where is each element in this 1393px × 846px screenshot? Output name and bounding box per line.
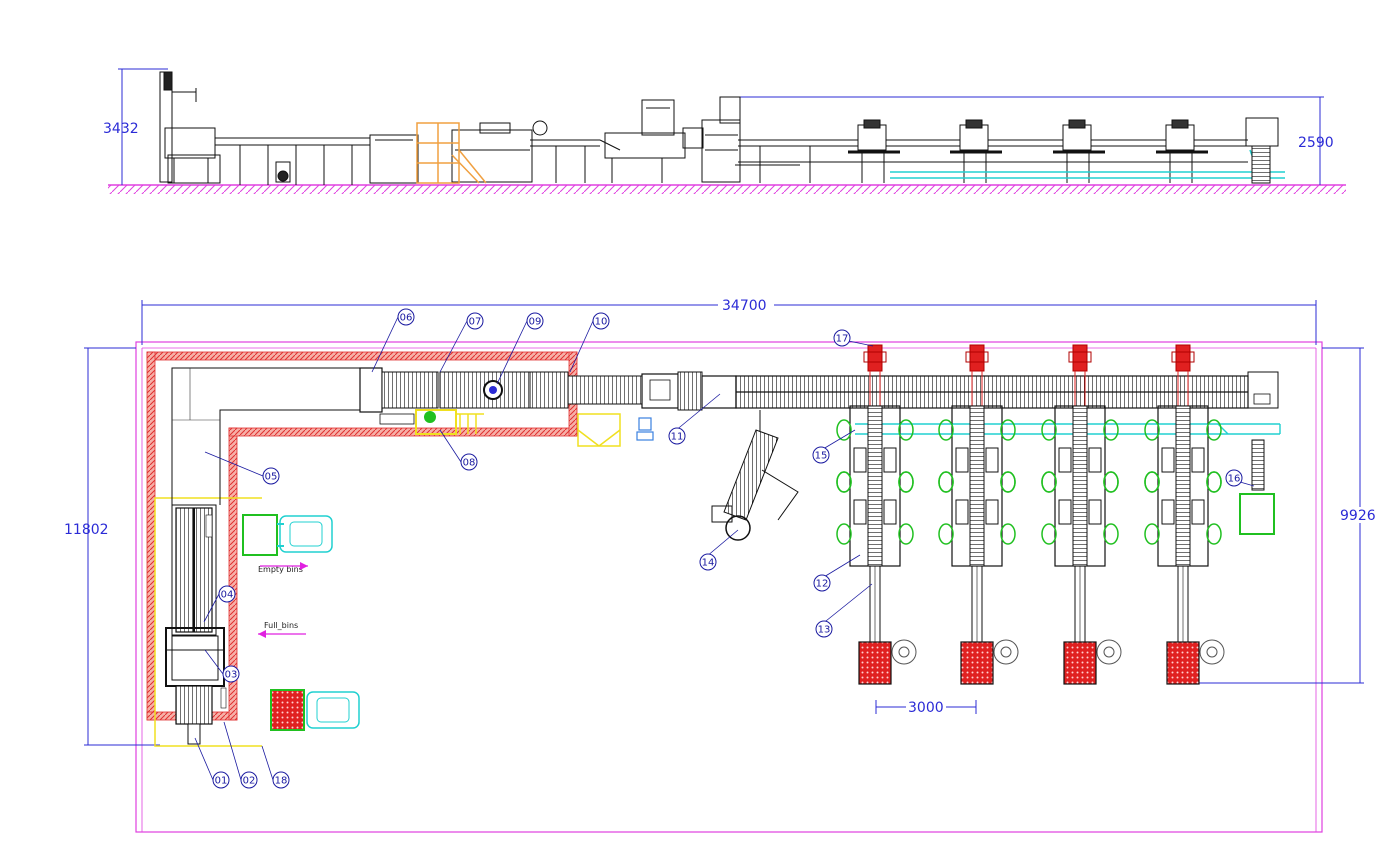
balloon-label: 04: [221, 590, 234, 601]
dimension-overall-length: 34700: [141, 298, 1317, 345]
washer-section: [359, 367, 643, 425]
dimension-line-width: 9926: [1196, 347, 1382, 684]
balloon-17: 17: [833, 329, 874, 347]
dimension-height-left: 3432: [103, 68, 168, 185]
elevation-sorting-line: [738, 139, 1248, 183]
plan-boundary: [135, 341, 1323, 833]
balloon-label: 12: [816, 579, 829, 590]
elevation-return-conveyor: [890, 149, 1285, 184]
sorting-line-main: [641, 371, 1279, 411]
balloon-07: 07: [439, 312, 484, 373]
infeed-conveyor-05: [171, 367, 360, 505]
dimension-station-pitch: 3000: [875, 700, 977, 716]
control-panel: [636, 417, 654, 441]
balloon-12: 12: [813, 554, 861, 592]
balloon-label: 07: [469, 317, 482, 328]
balloon-14: 14: [699, 529, 739, 571]
elevation-packing-stations: [848, 119, 1208, 183]
balloon-10: 10: [569, 312, 610, 373]
balloon-03: 03: [204, 649, 240, 683]
packing-station-1: [836, 344, 917, 685]
balloon-06: 06: [371, 308, 415, 373]
balloon-04: 04: [203, 585, 236, 623]
balloon-label: 09: [529, 317, 542, 328]
bin-tipper-03: [165, 627, 225, 745]
return-conveyor-15: [855, 423, 1281, 435]
balloon-label: 05: [265, 472, 278, 483]
dimension-line-width-label: 9926: [1340, 508, 1376, 524]
balloon-label: 10: [595, 317, 608, 328]
elevation-floor-hatch: [108, 185, 1346, 194]
elevation-platform-stairs: [416, 122, 487, 184]
balloon-label: 17: [836, 334, 849, 345]
balloon-label: 01: [215, 776, 228, 787]
balloon-08: 08: [439, 429, 478, 471]
elevation-elevator: [701, 96, 800, 183]
balloon-18: 18: [261, 745, 290, 789]
packing-stations: [836, 344, 1225, 685]
balloon-label: 15: [815, 451, 828, 462]
forklift-zone: [154, 497, 262, 747]
balloon-02: 02: [223, 721, 258, 789]
elevation-bin-tipper: [159, 71, 221, 184]
stairs-plan: [577, 413, 621, 447]
elevation-inspection-conveyor: [530, 139, 621, 183]
dimension-station-pitch-label: 3000: [908, 700, 944, 716]
dimension-height-right-label: 2590: [1298, 135, 1334, 151]
balloon-13: 13: [815, 583, 873, 638]
balloon-label: 11: [671, 432, 684, 443]
dimension-height-left-label: 3432: [103, 121, 139, 137]
item-balloons: 01 02 03 04 05 06 07 08 09 10 11 12 13 14 15 16 17 18: [194, 308, 1255, 789]
elevation-infeed-conveyor: [215, 137, 370, 185]
dimension-overall-length-label: 34700: [722, 298, 767, 314]
empty-bins-label: Empty bins: [258, 565, 303, 574]
balloon-label: 18: [275, 776, 288, 787]
empty-bin-forklift: [242, 514, 333, 556]
packing-station-4: [1144, 344, 1225, 685]
dimension-overall-width: 11802: [64, 347, 160, 746]
balloon-01: 01: [194, 737, 230, 789]
balloon-label: 16: [1228, 474, 1241, 485]
balloon-11: 11: [668, 393, 721, 445]
plan-view: 34700 11802 9926 3000: [64, 298, 1382, 833]
dimension-height-right: 2590: [735, 96, 1334, 185]
packing-station-2: [938, 344, 1019, 685]
balloon-label: 03: [225, 670, 238, 681]
crate-elevator-16: [1239, 439, 1275, 535]
elevation-washer: [369, 120, 548, 184]
full-bins-label: Full_bins: [264, 621, 298, 630]
balloon-15: 15: [812, 429, 856, 464]
balloon-09: 09: [496, 312, 544, 385]
elevation-dryer: [604, 99, 704, 183]
elevation-end-unit: [1245, 117, 1279, 184]
dimension-overall-width-label: 11802: [64, 522, 109, 538]
operator-platform-08: [415, 409, 484, 435]
packing-station-3: [1041, 344, 1122, 685]
incline-elevator-14: [711, 410, 799, 541]
balloon-label: 13: [818, 625, 831, 636]
balloon-label: 02: [243, 776, 256, 787]
elevation-view: 3432 2590: [103, 68, 1346, 194]
balloon-label: 06: [400, 313, 413, 324]
full-bin-forklift: [270, 689, 360, 731]
balloon-label: 08: [463, 458, 476, 469]
balloon-05: 05: [204, 451, 280, 485]
balloon-label: 14: [702, 558, 715, 569]
balloon-16: 16: [1225, 469, 1255, 487]
